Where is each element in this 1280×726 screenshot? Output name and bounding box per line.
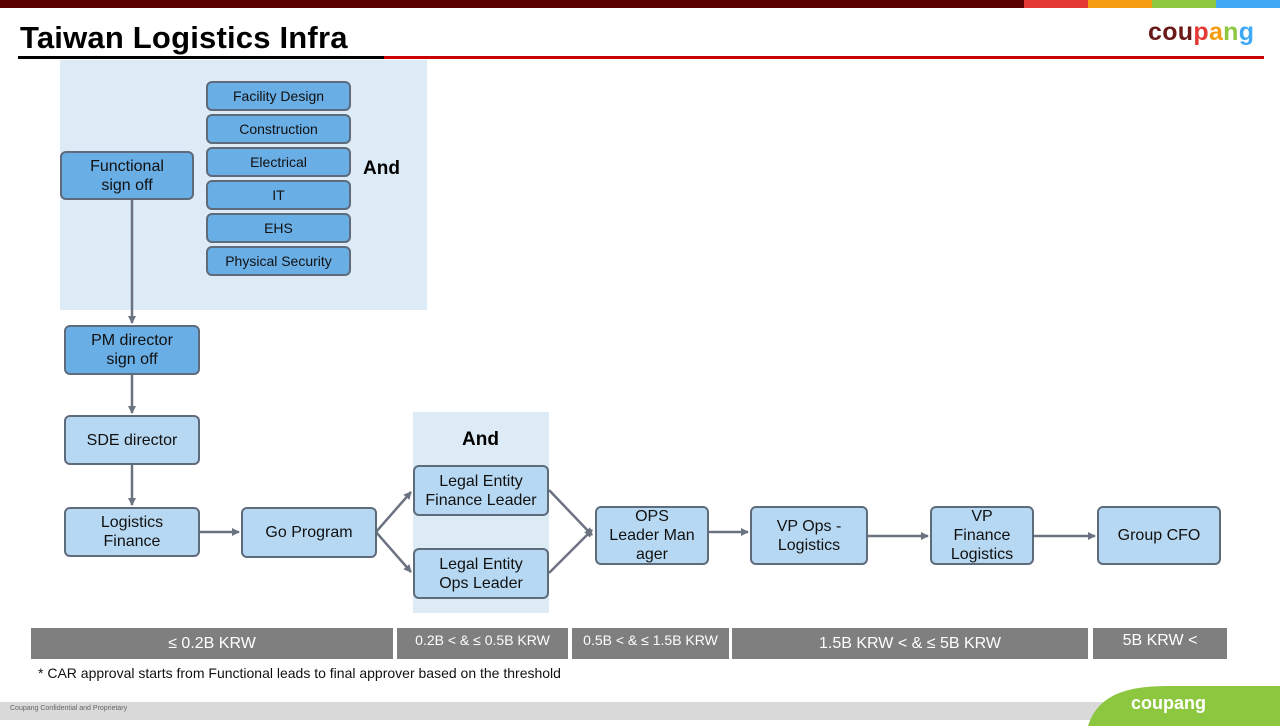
threshold-band-4: 1.5B KRW < & ≤ 5B KRW <box>732 628 1088 659</box>
functional-item-construction: Construction <box>206 114 351 144</box>
logistics-finance-box: Logistics Finance <box>64 507 200 557</box>
title-underline <box>18 56 384 59</box>
coupang-logo: coupang <box>1148 18 1255 46</box>
vp-finance-logistics-box: VP Finance Logistics <box>930 506 1034 565</box>
go-program-box: Go Program <box>241 507 377 558</box>
arrow-go-to-legal-finance <box>375 491 412 533</box>
footer-coupang-logo: coupang <box>1131 693 1206 713</box>
footer-logo-shape <box>1088 686 1280 726</box>
arrow-legal-finance-to-ops <box>548 489 593 536</box>
legal-entity-finance-leader-box: Legal Entity Finance Leader <box>413 465 549 516</box>
arrow-go-to-legal-ops <box>375 531 412 573</box>
functional-item-physical-security: Physical Security <box>206 246 351 276</box>
and-label-functional: And <box>363 158 400 179</box>
top-bar-green-segment <box>1152 0 1216 8</box>
ops-leader-manager-box: OPS Leader Man ager <box>595 506 709 565</box>
threshold-band-5: 5B KRW < <box>1093 628 1227 659</box>
threshold-band-2: 0.2B < & ≤ 0.5B KRW <box>397 628 568 659</box>
vp-ops-logistics-box: VP Ops - Logistics <box>750 506 868 565</box>
group-cfo-box: Group CFO <box>1097 506 1221 565</box>
functional-item-ehs: EHS <box>206 213 351 243</box>
title-rule <box>384 56 1264 59</box>
sde-director-box: SDE director <box>64 415 200 465</box>
top-bar-dark-segment <box>0 0 1024 8</box>
footnote: * CAR approval starts from Functional le… <box>38 665 561 681</box>
and-label-legal: And <box>462 429 499 450</box>
threshold-band-1: ≤ 0.2B KRW <box>31 628 393 659</box>
pm-director-box: PM director sign off <box>64 325 200 375</box>
functional-item-facility-design: Facility Design <box>206 81 351 111</box>
threshold-band-3: 0.5B < & ≤ 1.5B KRW <box>572 628 729 659</box>
arrow-legal-ops-to-ops <box>548 529 593 574</box>
footer-bar <box>0 702 1280 720</box>
top-bar-blue-segment <box>1216 0 1280 8</box>
top-bar-orange-segment <box>1088 0 1152 8</box>
legal-entity-ops-leader-box: Legal Entity Ops Leader <box>413 548 549 599</box>
confidential-notice: Coupang Confidential and Proprietary <box>10 705 128 712</box>
functional-item-it: IT <box>206 180 351 210</box>
functional-item-electrical: Electrical <box>206 147 351 177</box>
functional-signoff-box: Functional sign off <box>60 151 194 200</box>
page-title: Taiwan Logistics Infra <box>20 20 348 55</box>
top-bar-red-segment <box>1024 0 1088 8</box>
top-color-bar <box>0 0 1280 8</box>
